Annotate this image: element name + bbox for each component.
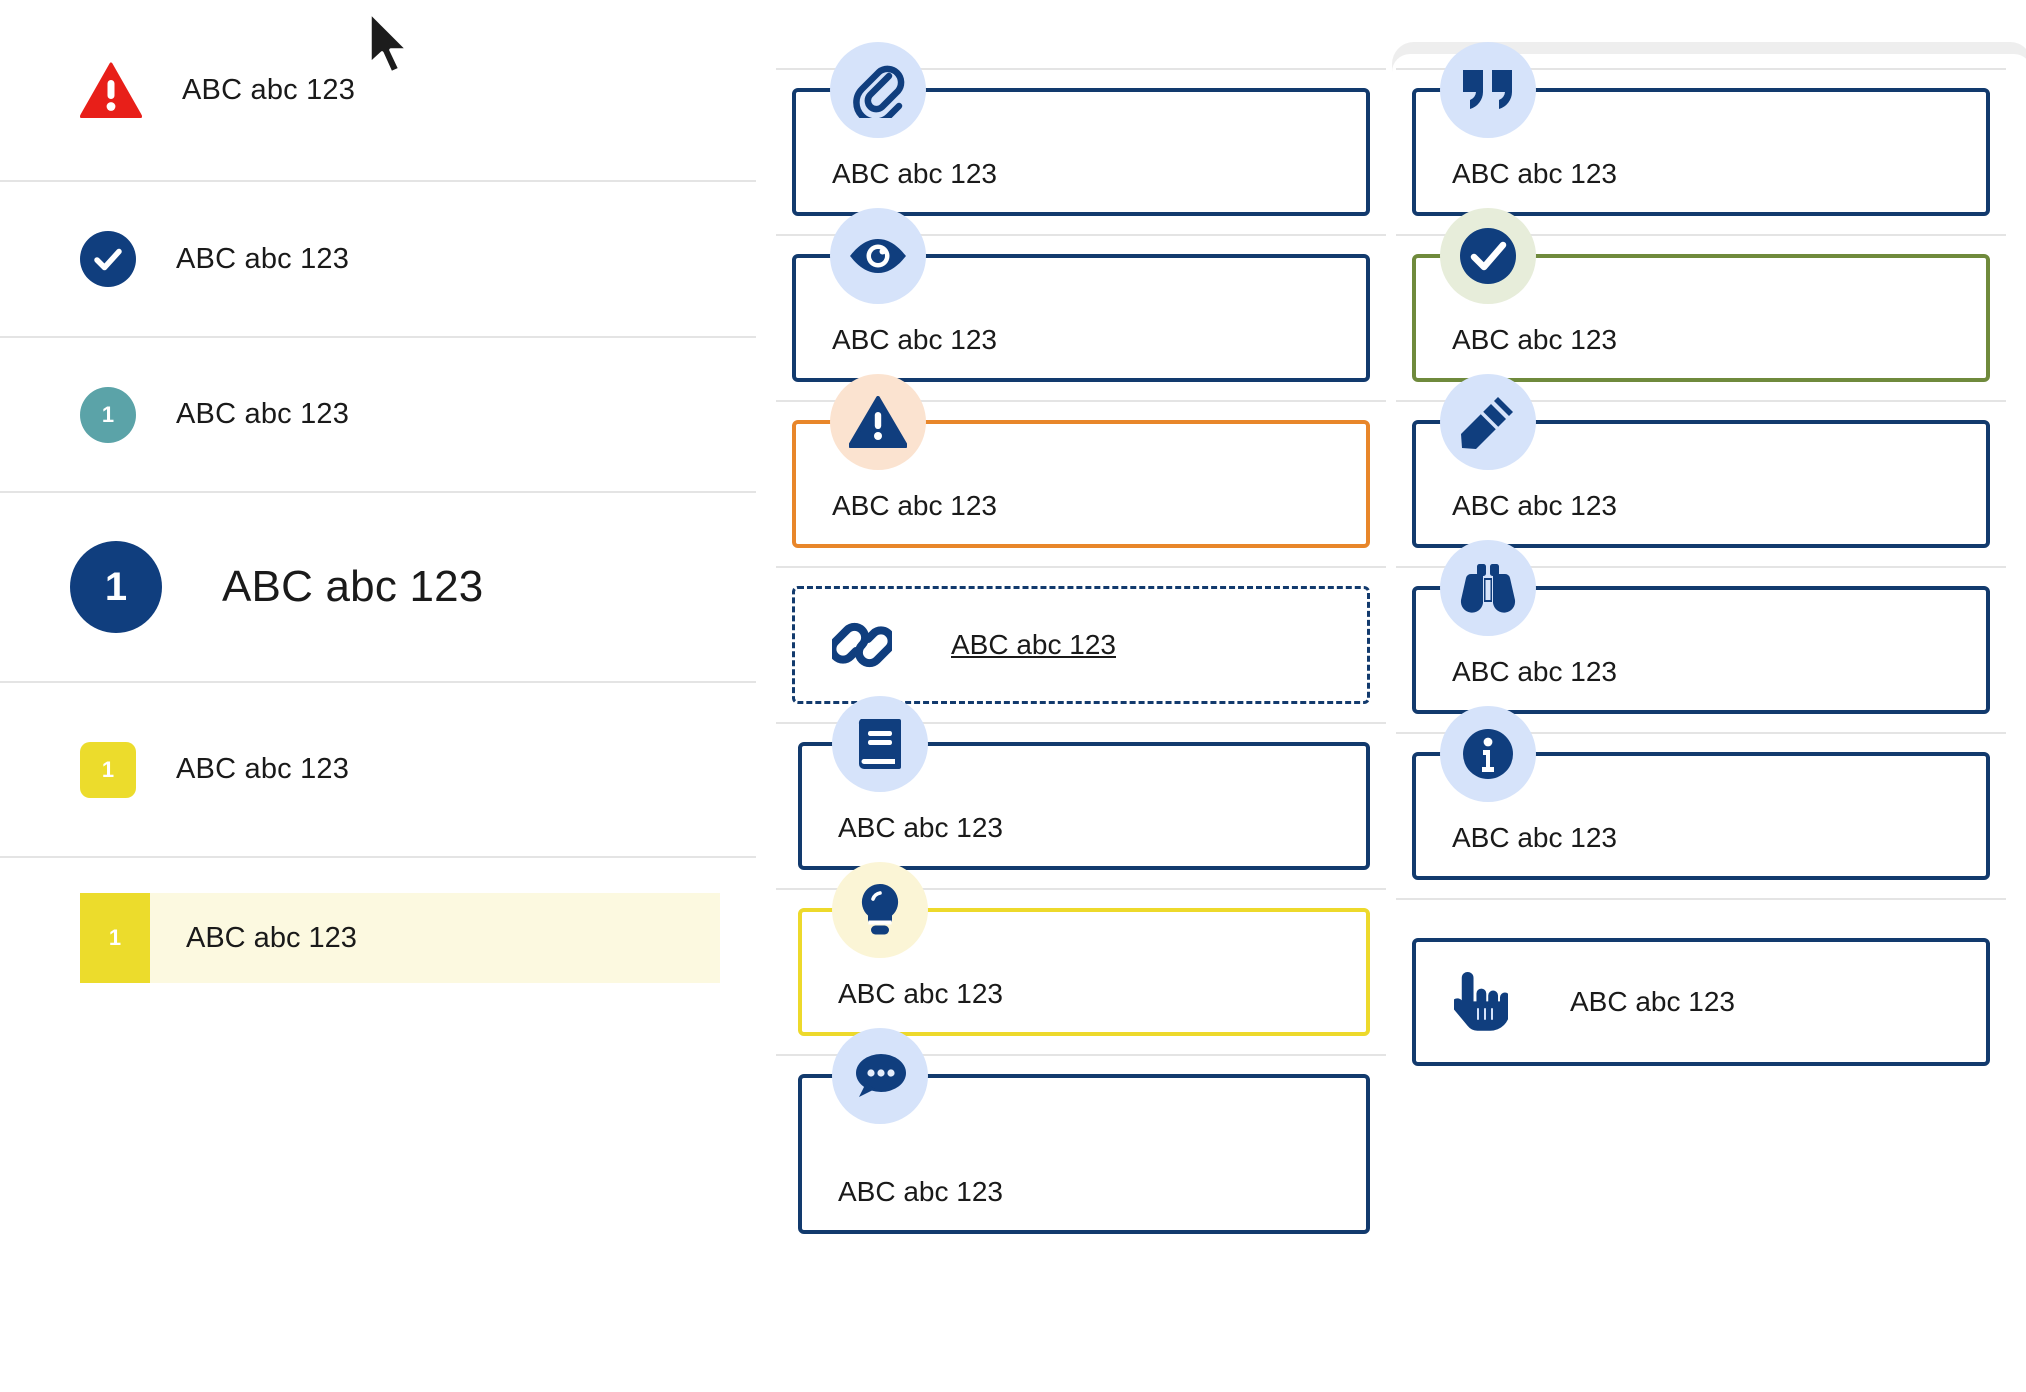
card-row: ABC abc 123: [776, 374, 1386, 568]
card-label: ABC abc 123: [838, 1176, 1003, 1207]
card-row: ABC abc 123: [1396, 540, 2006, 734]
number-square-icon: 1: [80, 893, 150, 983]
list-item[interactable]: 1 ABC abc 123: [0, 683, 756, 858]
middle-column: ABC abc 123 ABC abc 123: [776, 0, 1386, 1252]
right-column: ABC abc 123 ABC abc 123: [1396, 0, 2006, 1084]
card-attachment[interactable]: ABC abc 123: [792, 42, 1370, 216]
card-reference[interactable]: ABC abc 123: [798, 696, 1370, 870]
card-visibility[interactable]: ABC abc 123: [792, 208, 1370, 382]
card-label: ABC abc 123: [838, 812, 1003, 843]
pencil-icon: [1440, 374, 1536, 470]
badge-number: 1: [101, 401, 115, 427]
list-item-selected[interactable]: 1 ABC abc 123: [0, 858, 756, 1018]
card-info[interactable]: ABC abc 123: [1412, 706, 1990, 880]
card-label: ABC abc 123: [832, 490, 997, 521]
card-row: ABC abc 123: [1396, 42, 2006, 236]
number-square-icon: 1: [80, 741, 136, 798]
card-row: ABC abc 123: [776, 696, 1386, 890]
paperclip-icon: [830, 42, 926, 138]
quote-marks-icon: [1440, 42, 1536, 138]
list-item-label: ABC abc 123: [176, 242, 350, 275]
card-comment[interactable]: ABC abc 123: [798, 1028, 1370, 1234]
card-row: ABC abc 123: [1396, 208, 2006, 402]
list-item-label: ABC abc 123: [176, 398, 350, 430]
card-label: ABC abc 123: [1452, 324, 1617, 355]
list-item[interactable]: 1 ABC abc 123: [0, 338, 756, 493]
card-label: ABC abc 123: [1452, 656, 1617, 687]
book-icon: [832, 696, 928, 792]
binoculars-icon: [1440, 540, 1536, 636]
hand-pointer-icon: [1452, 969, 1510, 1035]
column-spacer: [1396, 0, 2006, 70]
card-row: ABC abc 123: [776, 862, 1386, 1056]
card-edit[interactable]: ABC abc 123: [1412, 374, 1990, 548]
check-circle-icon: [1440, 208, 1536, 304]
list-item-label: ABC abc 123: [186, 921, 357, 954]
warning-triangle-icon: [830, 374, 926, 470]
check-circle-icon: [80, 231, 136, 287]
list-item[interactable]: 1 ABC abc 123: [0, 493, 756, 683]
card-row: ABC abc 123: [1396, 706, 2006, 900]
card-review[interactable]: ABC abc 123: [1412, 540, 1990, 714]
card-row: ABC abc 123: [776, 208, 1386, 402]
eye-icon: [830, 208, 926, 304]
card-label: ABC abc 123: [1570, 986, 1735, 1017]
number-badge-icon: 1: [80, 386, 136, 443]
card-label: ABC abc 123: [838, 978, 1003, 1009]
mouse-cursor-icon: [366, 10, 418, 82]
card-label: ABC abc 123: [832, 324, 997, 355]
card-label: ABC abc 123: [1452, 822, 1617, 853]
card-row: ABC abc 123: [1396, 374, 2006, 568]
card-tip[interactable]: ABC abc 123: [798, 862, 1370, 1036]
highlighted-row[interactable]: 1 ABC abc 123: [80, 893, 720, 983]
link-chain-icon: [831, 614, 893, 676]
card-row: ABC abc 123: [776, 568, 1386, 724]
card-label: ABC abc 123: [1452, 158, 1617, 189]
list-item-label: ABC abc 123: [222, 562, 484, 611]
list-item-label: ABC abc 123: [176, 753, 350, 785]
card-success[interactable]: ABC abc 123: [1412, 208, 1990, 382]
card-link[interactable]: ABC abc 123: [792, 586, 1370, 704]
card-link-label[interactable]: ABC abc 123: [951, 629, 1116, 660]
warning-triangle-icon: [80, 62, 142, 118]
badge-number: 1: [101, 756, 115, 782]
card-label: ABC abc 123: [1452, 490, 1617, 521]
badge-number: 1: [108, 925, 122, 950]
comment-bubble-icon: [832, 1028, 928, 1124]
list-item[interactable]: ABC abc 123: [0, 0, 756, 182]
lightbulb-icon: [832, 862, 928, 958]
card-row: ABC abc 123: [776, 1028, 1386, 1252]
card-row: ABC abc 123: [1396, 900, 2006, 1084]
list-item[interactable]: ABC abc 123: [0, 182, 756, 338]
card-action[interactable]: ABC abc 123: [1412, 938, 1990, 1066]
column-spacer: [776, 0, 1386, 70]
left-column: ABC abc 123 ABC abc 123 1 ABC abc: [0, 0, 756, 1392]
card-row: ABC abc 123: [776, 42, 1386, 236]
number-badge-large-icon: 1: [70, 541, 162, 633]
info-circle-icon: [1440, 706, 1536, 802]
card-label: ABC abc 123: [832, 158, 997, 189]
card-quote[interactable]: ABC abc 123: [1412, 42, 1990, 216]
list-item-label: ABC abc 123: [182, 73, 356, 106]
badge-number: 1: [104, 564, 128, 609]
card-warning[interactable]: ABC abc 123: [792, 374, 1370, 548]
